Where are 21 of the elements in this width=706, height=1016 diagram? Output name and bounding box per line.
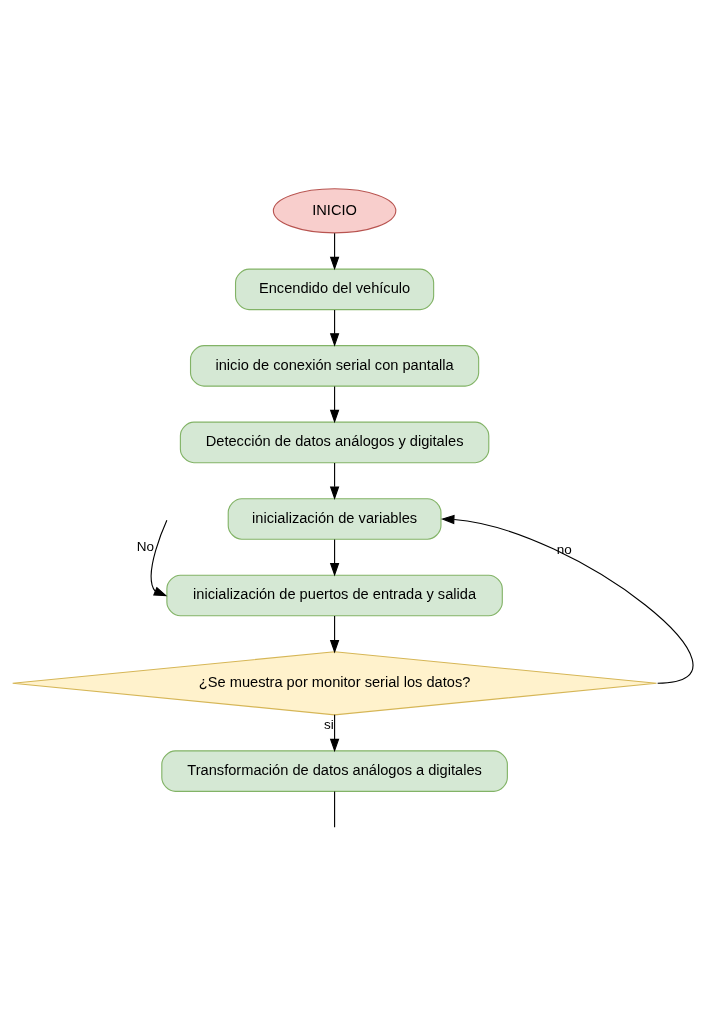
- node-box: Transformación de datos análogos a digitales: [161, 749, 508, 792]
- edge-label: No: [136, 538, 155, 554]
- node-box: Encendido del vehículo: [234, 268, 435, 310]
- arrow: [329, 713, 340, 752]
- connector: [334, 790, 336, 828]
- node-box: Detección de datos análogos y digitales: [179, 421, 490, 463]
- arrow: [329, 308, 340, 347]
- arrow: [329, 232, 340, 270]
- arrow: [329, 385, 340, 423]
- arrow: [150, 519, 168, 596]
- arrow: [440, 514, 693, 684]
- arrow: [329, 462, 340, 500]
- node-box: inicio de conexión serial con pantalla: [189, 344, 480, 387]
- node-diamond: ¿Se muestra por monitor serial los datos?: [12, 650, 658, 715]
- edge-label: no: [556, 541, 572, 557]
- arrow: [329, 538, 340, 576]
- node-box: inicialización de puertos de entrada y salida: [166, 574, 503, 616]
- arrow: [329, 615, 340, 653]
- node-box: inicialización de variables: [227, 497, 442, 540]
- node-ellipse: INICIO: [272, 187, 397, 233]
- edge-label: si: [324, 716, 334, 732]
